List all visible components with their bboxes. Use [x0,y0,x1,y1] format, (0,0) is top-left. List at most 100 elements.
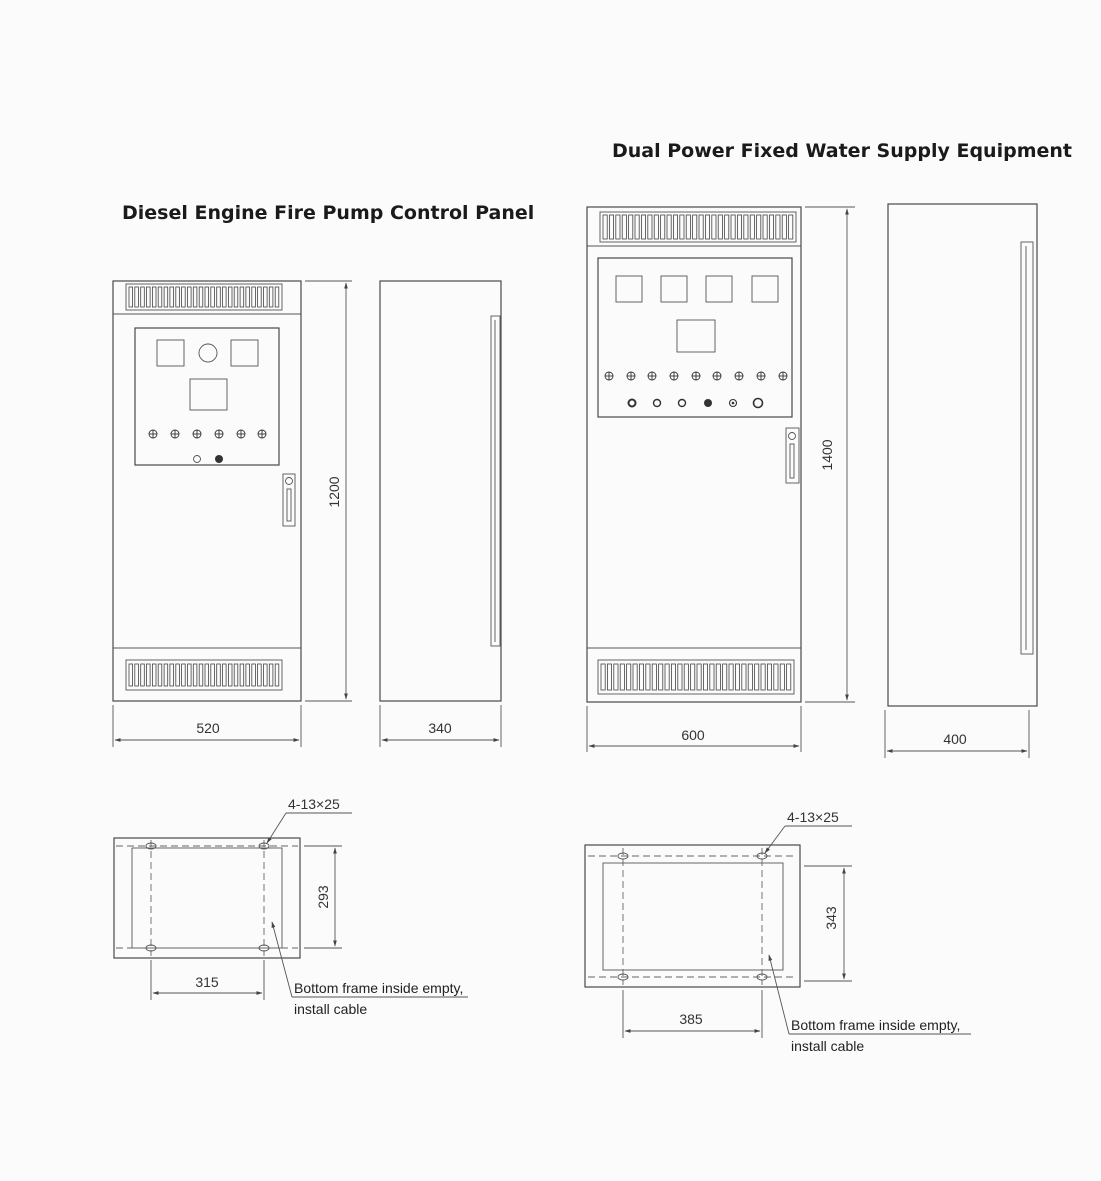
push-button-icon [148,429,158,439]
vent-slot [227,663,233,687]
vent-slot [163,663,169,687]
vent-slot [268,663,274,687]
vent-slot [737,214,743,240]
left-height-dimension: 1200 [305,280,352,702]
vent-slot [741,663,747,691]
indicator-light-icon [677,398,687,408]
vent-slot [735,663,741,691]
vent-slot [717,214,723,240]
vent-slot [626,663,632,691]
vent-slot [760,663,766,691]
push-button-icon [214,429,224,439]
vent-slot [128,663,133,687]
right-note-line2: install cable [791,1038,864,1054]
vent-slot [163,286,169,308]
vent-slot [169,663,174,687]
right-depth-dimension: 400 [884,710,1030,758]
vent-slot [619,663,625,691]
vent-slot [609,214,615,240]
vent-slot [198,286,204,308]
vent-slot [222,663,227,687]
vent-slot [210,286,215,308]
right-base-width-label: 385 [679,1011,703,1027]
left-depth-dimension: 340 [379,705,502,747]
vent-slot [711,214,717,240]
vent-slot [722,663,728,691]
vent-slot [730,214,736,240]
push-button-icon [778,371,788,381]
vent-slot [658,663,664,691]
vent-slot [151,663,157,687]
meter-icon [230,339,259,367]
vent-slot [602,214,608,240]
right-base-depth-label: 343 [823,906,839,930]
left-front-view [112,280,302,702]
right-front-view [586,206,802,703]
vent-slot [204,286,209,308]
vent-slot [263,663,268,687]
mounting-hole-icon [145,944,157,952]
push-button-icon [192,429,202,439]
vent-slot [634,214,640,240]
vent-slot [743,214,749,240]
right-bottom-vent [597,659,795,695]
right-hole-spec: 4-13×25 [787,809,839,825]
vent-slot [660,214,666,240]
vent-slot [274,286,280,308]
vent-slot [187,286,192,308]
vent-slot [747,663,753,691]
right-door-handle [785,427,800,484]
indicator-light-icon [728,398,738,408]
right-height-dimension: 1400 [805,206,855,703]
vent-slot [705,214,711,240]
indicator-icon [193,455,201,463]
vent-slot [268,286,274,308]
vent-slot [724,214,730,240]
left-base-width-label: 315 [195,974,219,990]
vent-slot [664,663,670,691]
vent-slot [685,214,691,240]
mounting-hole-icon [145,842,157,850]
vent-slot [769,214,775,240]
mounting-hole-icon [756,852,768,860]
vent-slot [257,286,262,308]
vent-slot [175,663,180,687]
push-button-icon [626,371,636,381]
left-bottom-vent [125,659,283,691]
mounting-hole-icon [756,973,768,981]
vent-slot [157,286,163,308]
left-door-handle [282,473,296,527]
vent-slot [239,286,245,308]
left-base-view: 4-13×25 293 315 Bottom frame inside empt… [113,796,468,1017]
vent-slot [653,214,659,240]
vent-slot [767,663,773,691]
vent-slot [187,663,192,687]
vent-slot [169,286,174,308]
vent-slot [613,663,619,691]
indicator-light-icon [704,399,712,407]
push-button-icon [712,371,722,381]
vent-slot [222,286,227,308]
indicator-light-icon [752,397,764,409]
push-button-icon [604,371,614,381]
vent-slot [245,663,250,687]
vent-slot [698,214,704,240]
vent-slot [151,286,157,308]
vent-slot [192,663,198,687]
mounting-hole-icon [258,944,270,952]
vent-slot [666,214,672,240]
left-note-line1: Bottom frame inside empty, [294,980,463,996]
meter-icon [705,275,733,303]
left-side-view [379,280,502,702]
button-row [604,371,788,381]
vent-slot [786,663,792,691]
right-side-view [887,203,1038,707]
vent-slot [134,663,139,687]
vent-slot [781,214,787,240]
vent-slot [607,663,613,691]
vent-slot [756,214,762,240]
vent-slot [210,663,215,687]
vent-slot [216,286,221,308]
vent-slot [263,286,268,308]
vent-slot [749,214,755,240]
